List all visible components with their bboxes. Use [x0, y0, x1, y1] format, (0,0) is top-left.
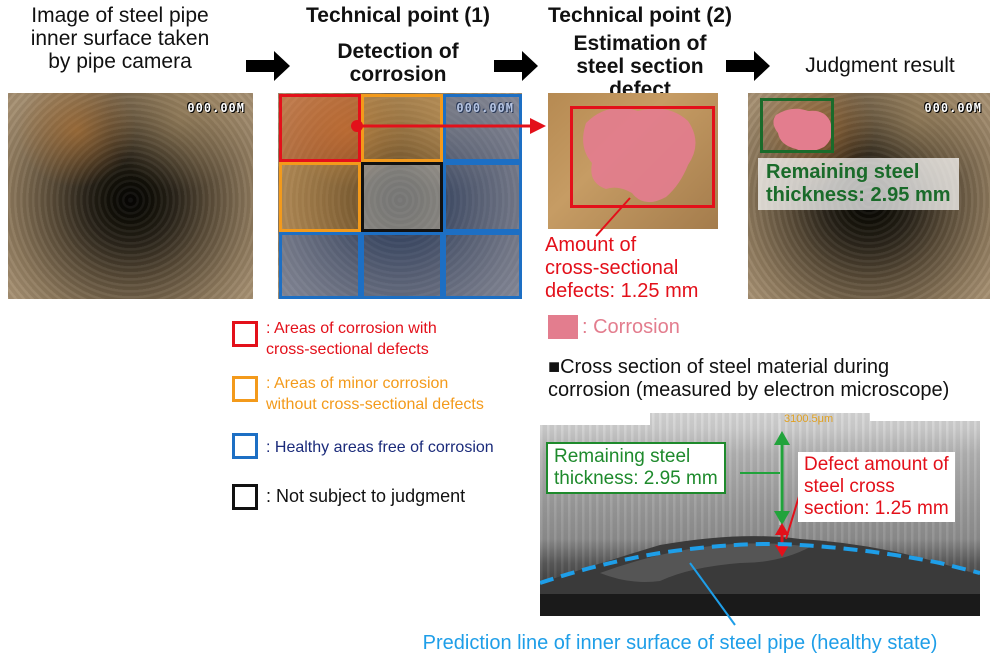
- prediction-line-leader: [690, 563, 735, 625]
- defect-amount-arrow: [775, 523, 789, 557]
- corrosion-key-label: : Corrosion: [582, 316, 680, 339]
- judgment-label: Remaining steel thickness: 2.95 mm: [758, 158, 959, 210]
- prediction-line-label: Prediction line of inner surface of stee…: [360, 632, 1000, 655]
- detection-to-estimation-arrow: [340, 110, 560, 150]
- flow-arrow-2: [494, 51, 538, 81]
- legend-swatch-healthy: [232, 433, 258, 459]
- flow-arrow-3: [726, 51, 770, 81]
- legend-swatch-not-judged: [232, 484, 258, 510]
- judged-area-box: [760, 98, 834, 153]
- defect-selection-box: [570, 106, 715, 208]
- legend-text-minor-corrosion: : Areas of minor corrosion without cross…: [266, 373, 484, 415]
- legend-text-not-judged: : Not subject to judgment: [266, 486, 465, 507]
- depth-readout: 000.00M: [187, 101, 245, 115]
- legend-text-healthy: : Healthy areas free of corrosion: [266, 437, 494, 458]
- prediction-line: [540, 544, 980, 583]
- remaining-thickness-arrow: [774, 431, 790, 525]
- legend-text-corrosion-defect: : Areas of corrosion with cross-sectiona…: [266, 318, 437, 360]
- flow-arrow-1: [246, 51, 290, 81]
- grid-cell-healthy: [443, 232, 522, 299]
- legend-swatch-corrosion-defect: [232, 321, 258, 347]
- pipe-camera-image: 000.00M: [8, 93, 253, 299]
- corrosion-key-swatch: [548, 315, 578, 339]
- grid-cell-healthy: [443, 162, 522, 232]
- grid-cell-not-judged: [361, 162, 443, 232]
- grid-cell-healthy: [279, 232, 361, 299]
- defect-amount-cross-section-label: Defect amount of steel cross section: 1.…: [798, 452, 955, 522]
- defect-amount-label: Amount of cross-sectional defects: 1.25 …: [545, 234, 698, 303]
- remaining-thickness-label: Remaining steel thickness: 2.95 mm: [546, 442, 726, 494]
- grid-cell-minor-corrosion: [279, 162, 361, 232]
- legend-swatch-minor-corrosion: [232, 376, 258, 402]
- cross-section-title: ■Cross section of steel material during …: [548, 356, 949, 402]
- grid-cell-healthy: [361, 232, 443, 299]
- depth-readout: 000.00M: [924, 101, 982, 115]
